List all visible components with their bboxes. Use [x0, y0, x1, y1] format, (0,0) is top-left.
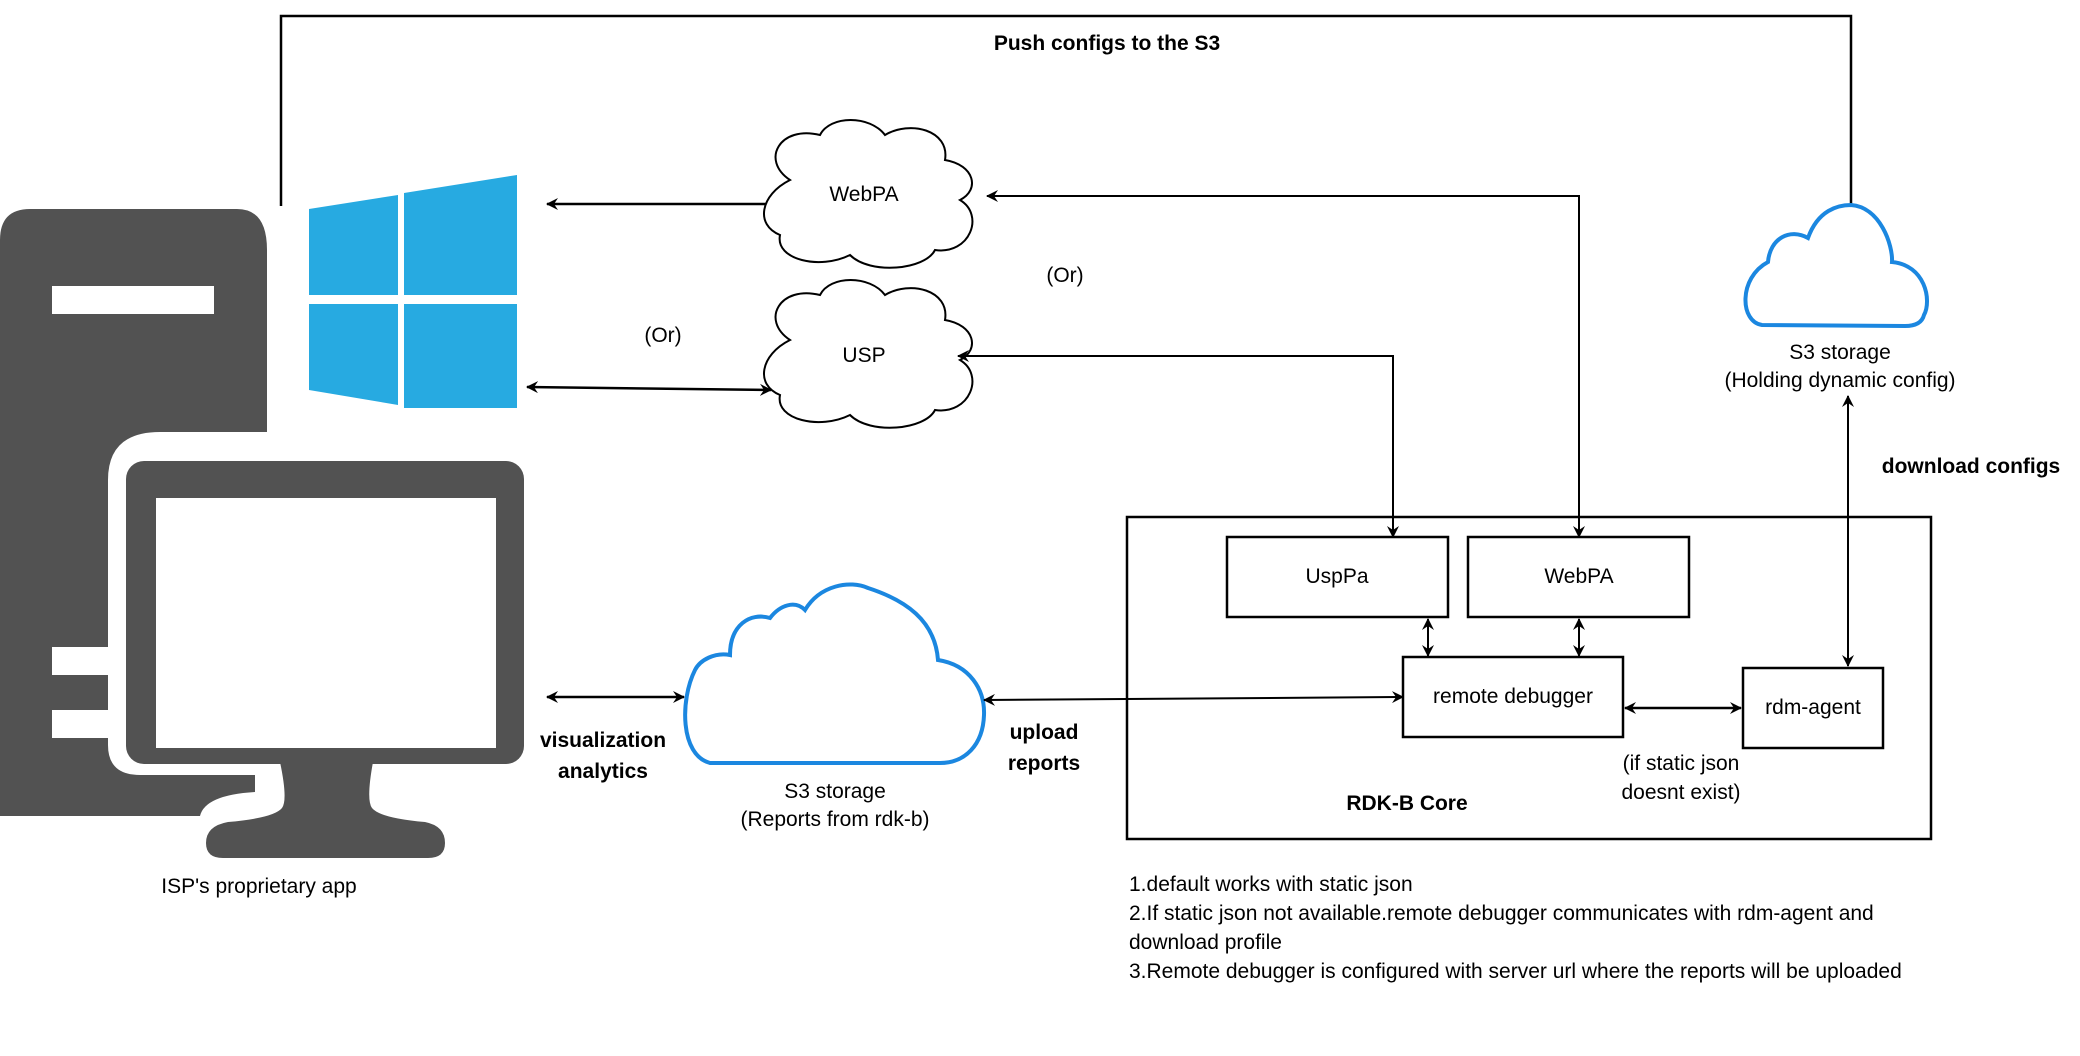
webpa-cloud-connector: [986, 190, 1585, 538]
if-static-json-label-2: doesnt exist): [1621, 781, 1741, 804]
s3-reports-subtitle: (Reports from rdk-b): [740, 808, 930, 831]
remote-debugger-box: [1401, 655, 1625, 739]
push-configs-connector: [279, 14, 1857, 216]
s3-reports-title: S3 storage: [784, 780, 886, 803]
tower-drive-slot: [52, 286, 214, 314]
s3-config-cloud-icon: [1743, 202, 1929, 329]
s3-reports-cloud-icon: [683, 582, 987, 765]
usp-cloud-label: USP: [842, 344, 886, 367]
upload-reports-connector: [983, 691, 1404, 706]
monitor-screen: [156, 498, 496, 748]
webpa-cloud-icon: [763, 119, 974, 269]
upload-label: upload: [1009, 721, 1079, 744]
or-label-left: (Or): [644, 324, 682, 347]
analytics-label: analytics: [558, 760, 648, 783]
notes-list: 1.default works with static json 2.If st…: [1129, 870, 1929, 986]
webpa-box: [1466, 535, 1691, 619]
tower-port-2: [52, 710, 108, 738]
webpa-cloud-label: WebPA: [829, 183, 899, 206]
or-label-right: (Or): [1046, 264, 1084, 287]
remote-debugger-label: remote debugger: [1433, 685, 1593, 708]
s3-config-title: S3 storage: [1789, 341, 1891, 364]
if-static-json-label-1: (if static json: [1622, 752, 1740, 775]
rdm-agent-box: [1741, 666, 1885, 750]
rdm-agent-label: rdm-agent: [1765, 696, 1861, 719]
desktop-computer-icon: [0, 209, 524, 858]
usppa-label: UspPa: [1305, 565, 1369, 588]
monitor-stand: [206, 762, 445, 858]
reports-label: reports: [1007, 752, 1081, 775]
usp-cloud-connector: [957, 350, 1399, 538]
note-item: 2.If static json not available.remote de…: [1129, 902, 1874, 954]
s3-config-subtitle: (Holding dynamic config): [1724, 369, 1956, 392]
windows-logo-icon: [309, 175, 517, 408]
webpa-label: WebPA: [1544, 565, 1614, 588]
isp-app-label: ISP's proprietary app: [161, 875, 357, 898]
download-configs-label: download configs: [1881, 455, 2061, 478]
visualization-label: visualization: [539, 729, 667, 752]
note-item: 1.default works with static json: [1129, 873, 1413, 896]
rdkb-core-container: [1125, 515, 1933, 841]
rdkb-core-label: RDK-B Core: [1346, 792, 1468, 815]
usppa-box: [1225, 535, 1450, 619]
tower-port-1: [52, 647, 108, 675]
app-usp-connector: [526, 381, 772, 396]
push-configs-label: Push configs to the S3: [993, 32, 1221, 55]
note-item: 3.Remote debugger is configured with ser…: [1129, 960, 1902, 983]
